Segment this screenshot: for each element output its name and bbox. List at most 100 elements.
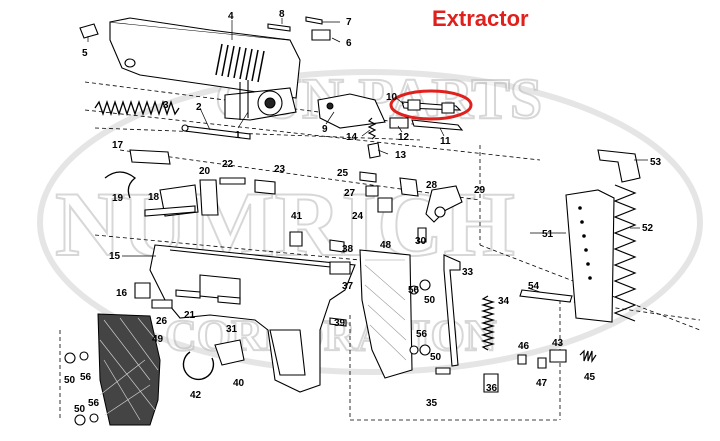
part-7[interactable] [305, 16, 323, 25]
label-50-a: 50 [64, 375, 76, 386]
part-21[interactable] [175, 289, 201, 299]
label-14: 14 [346, 132, 358, 143]
grip-panel-part-49[interactable] [97, 313, 161, 426]
label-45: 45 [584, 372, 596, 383]
part-38[interactable] [329, 239, 345, 253]
grip-panel-part-48[interactable] [359, 249, 413, 379]
label-12: 12 [398, 132, 410, 143]
barrel-part-1[interactable] [224, 80, 297, 121]
magazine-part-51[interactable] [565, 189, 615, 323]
part-23[interactable] [254, 179, 276, 195]
part-12[interactable] [389, 117, 409, 129]
label-46: 46 [518, 341, 530, 352]
label-47: 47 [536, 378, 548, 389]
part-31[interactable] [217, 295, 241, 305]
part-35[interactable] [435, 367, 451, 375]
part-25[interactable] [359, 171, 377, 183]
label-5: 5 [82, 48, 88, 59]
bushing-part-56-b[interactable] [89, 413, 99, 423]
screw-part-50-d[interactable] [419, 344, 431, 356]
part-47[interactable] [537, 357, 547, 369]
part-33[interactable] [443, 254, 461, 367]
spring-part-34[interactable] [480, 295, 496, 351]
label-24: 24 [352, 211, 364, 222]
label-39: 39 [334, 318, 346, 329]
label-31: 31 [226, 324, 238, 335]
label-2: 2 [196, 102, 202, 113]
label-36: 36 [486, 383, 498, 394]
pin-part-18b[interactable] [144, 205, 196, 217]
part-28[interactable] [399, 177, 419, 197]
slide-part-4[interactable] [109, 17, 301, 99]
label-16: 16 [116, 288, 128, 299]
label-22: 22 [222, 159, 234, 170]
label-30: 30 [415, 236, 427, 247]
label-28: 28 [426, 180, 438, 191]
label-51: 51 [542, 229, 554, 240]
label-56-c: 56 [408, 285, 420, 296]
recoil-spring-part-3[interactable] [94, 99, 180, 117]
label-33: 33 [462, 267, 474, 278]
part-6[interactable] [311, 29, 331, 41]
breech-block-part-9[interactable] [317, 93, 386, 129]
follower-part-53[interactable] [597, 149, 641, 183]
spring-part-52[interactable] [613, 184, 637, 322]
label-3: 3 [163, 100, 169, 111]
part-30[interactable] [417, 227, 427, 243]
part-46[interactable] [517, 354, 527, 365]
part-41[interactable] [289, 231, 303, 247]
label-9: 9 [322, 124, 328, 135]
label-38: 38 [342, 244, 354, 255]
label-4: 4 [228, 11, 234, 22]
bushing-part-56-c[interactable] [409, 285, 419, 295]
label-40: 40 [233, 378, 245, 389]
label-56-a: 56 [80, 372, 92, 383]
part-39[interactable] [329, 317, 347, 327]
screw-part-50-c[interactable] [419, 279, 431, 291]
part-8[interactable] [267, 23, 291, 32]
part-22[interactable] [219, 177, 246, 185]
bushing-part-56-d[interactable] [409, 345, 419, 355]
label-10: 10 [386, 92, 398, 103]
bushing-part-56-a[interactable] [79, 351, 89, 361]
label-34: 34 [498, 296, 510, 307]
label-13: 13 [395, 150, 407, 161]
part-labels: 4 8 7 6 5 3 2 1 9 10 11 12 14 13 17 19 1… [64, 9, 662, 415]
part-11[interactable] [411, 119, 464, 131]
part-17[interactable] [129, 149, 171, 165]
spring-part-19[interactable] [104, 171, 137, 199]
label-52: 52 [642, 223, 654, 234]
part-54[interactable] [519, 289, 573, 303]
part-5[interactable] [79, 23, 99, 39]
part-40[interactable] [214, 339, 245, 366]
part-24[interactable] [377, 197, 393, 213]
guide-rod-part-2[interactable] [181, 124, 251, 140]
spring-part-14[interactable] [367, 117, 377, 140]
part-26[interactable] [151, 299, 173, 309]
label-15: 15 [109, 251, 121, 262]
watermark-oval [37, 69, 703, 375]
label-1: 1 [235, 130, 241, 141]
part-27[interactable] [365, 185, 379, 197]
part-36[interactable] [483, 373, 499, 393]
part-16[interactable] [134, 282, 151, 299]
extractor-part-10[interactable] [401, 99, 462, 114]
part-43[interactable] [549, 349, 567, 363]
spring-part-45[interactable] [579, 349, 597, 363]
leader-lines [87, 18, 648, 293]
label-49: 49 [152, 334, 164, 345]
part-37[interactable] [329, 261, 351, 275]
label-42: 42 [190, 390, 202, 401]
screw-part-50-a[interactable] [64, 352, 76, 364]
label-6: 6 [346, 38, 352, 49]
spring-part-42[interactable] [182, 351, 215, 381]
label-56-d: 56 [416, 329, 428, 340]
label-48: 48 [380, 240, 392, 251]
label-50-c: 50 [424, 295, 436, 306]
part-20[interactable] [199, 179, 219, 216]
label-17: 17 [112, 140, 124, 151]
label-11: 11 [440, 136, 451, 147]
part-13[interactable] [367, 142, 381, 159]
screw-part-50-b[interactable] [74, 414, 86, 426]
